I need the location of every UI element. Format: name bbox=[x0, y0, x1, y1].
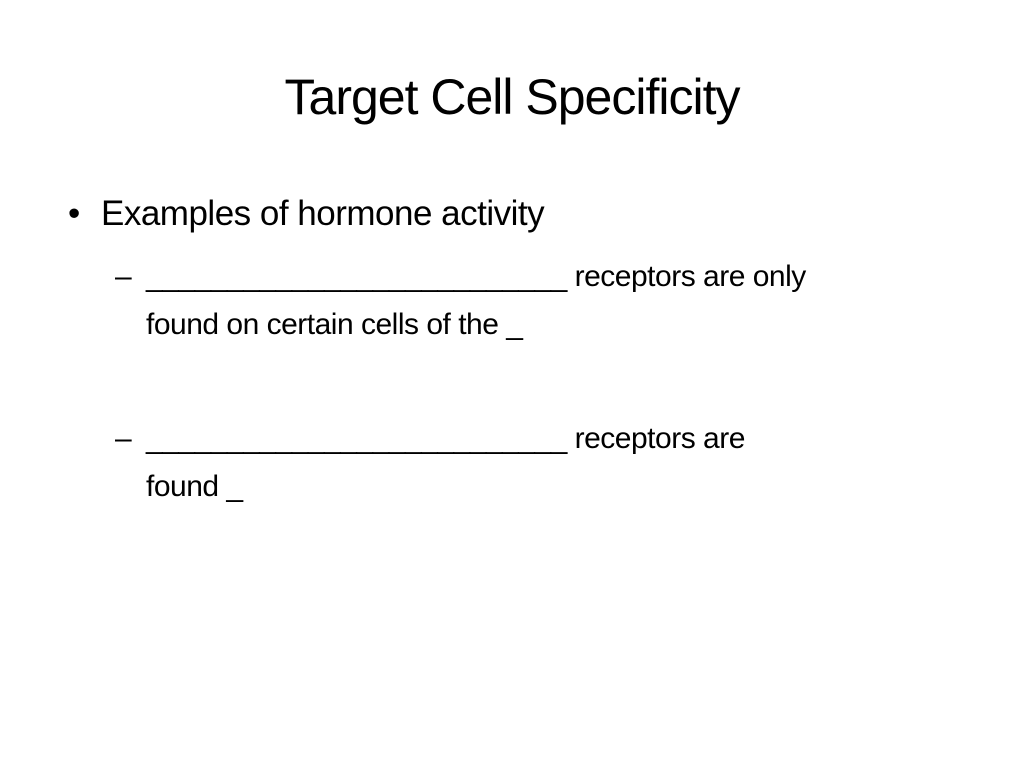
bullet-marker: • bbox=[68, 194, 80, 233]
sub-bullet-line: found on certain cells of the _ bbox=[146, 308, 523, 341]
slide-title: Target Cell Specificity bbox=[284, 69, 741, 125]
dash-marker: – bbox=[115, 260, 132, 293]
sub-bullet-line: __________________________ receptors are… bbox=[146, 260, 806, 293]
dash-marker: – bbox=[115, 422, 132, 455]
sub-bullet-item: – __________________________ receptors a… bbox=[115, 415, 965, 511]
bullet-item: • Examples of hormone activity bbox=[68, 190, 545, 238]
sub-bullet-line: found _ bbox=[146, 470, 243, 503]
sub-bullet-line: __________________________ receptors are bbox=[146, 422, 745, 455]
sub-bullet-item: – __________________________ receptors a… bbox=[115, 253, 965, 349]
bullet-text: Examples of hormone activity bbox=[101, 194, 545, 233]
